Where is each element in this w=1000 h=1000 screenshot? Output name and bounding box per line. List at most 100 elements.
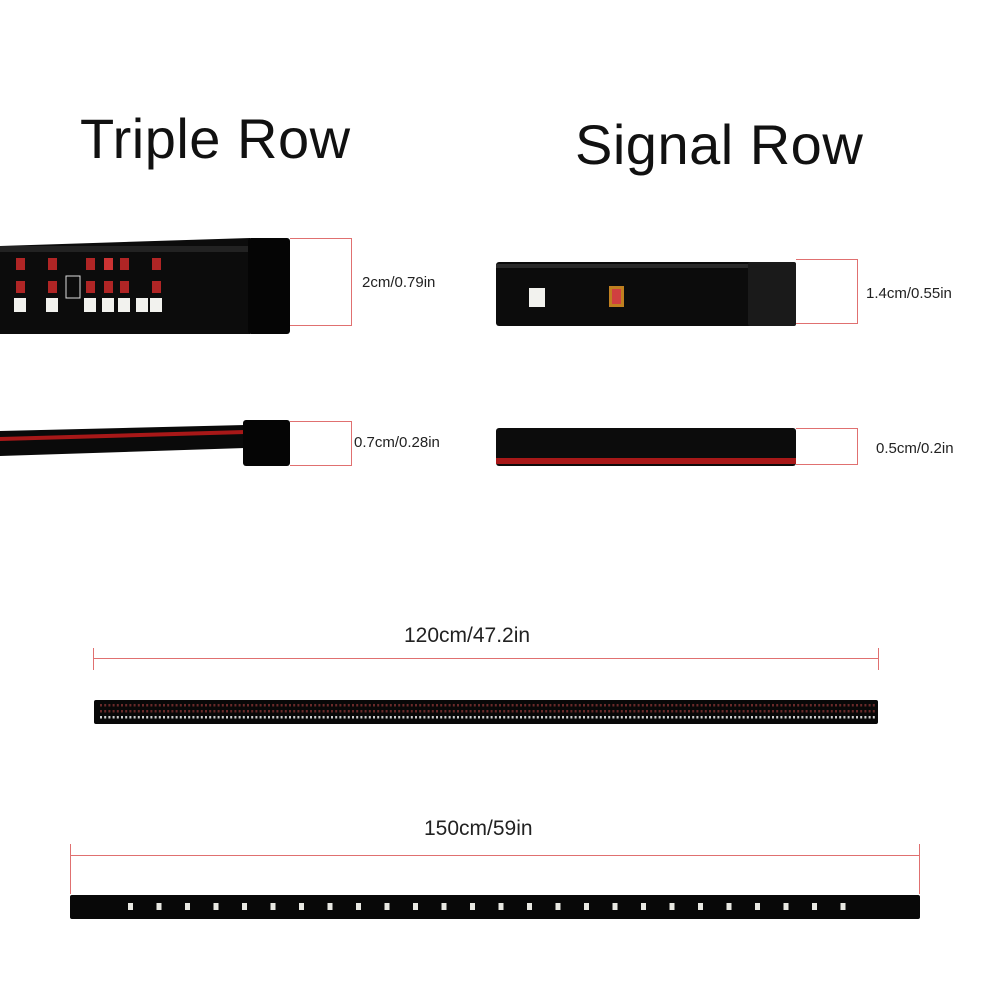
triple-row-led xyxy=(545,704,548,707)
triple-row-led xyxy=(776,716,779,719)
triple-row-led xyxy=(276,704,279,707)
triple-row-led xyxy=(835,710,837,713)
triple-row-led xyxy=(137,716,140,719)
triple-row-led xyxy=(524,716,527,719)
triple-row-led xyxy=(839,716,842,719)
triple-row-led xyxy=(129,716,132,719)
triple-row-led xyxy=(574,716,577,719)
triple-row-led xyxy=(725,710,728,713)
triple-row-led xyxy=(179,716,182,719)
triple-row-led xyxy=(410,710,413,713)
triple-row-led xyxy=(599,704,602,707)
triple-row-led xyxy=(444,704,447,707)
triple-row-led xyxy=(310,710,312,713)
triple-row-led xyxy=(557,716,560,719)
triple-row-led xyxy=(188,716,191,719)
triple-row-led xyxy=(524,710,527,713)
triple-row-led xyxy=(641,716,644,719)
triple-row-led xyxy=(536,710,539,713)
signal-row-led xyxy=(641,903,646,910)
triple-row-led xyxy=(721,704,724,707)
triple-row-led xyxy=(751,716,753,719)
triple-row-led xyxy=(503,710,506,713)
triple-row-led xyxy=(595,716,598,719)
triple-row-led xyxy=(301,710,304,713)
triple-length-label: 120cm/47.2in xyxy=(404,624,531,647)
triple-row-led xyxy=(742,704,745,707)
triple-row-led xyxy=(503,716,506,719)
triple-row-led xyxy=(721,716,724,719)
triple-row-led xyxy=(856,710,858,713)
triple-row-led xyxy=(364,716,367,719)
triple-width-label: 2cm/0.79in xyxy=(362,274,436,291)
triple-row-led xyxy=(322,710,325,713)
triple-row-led xyxy=(398,710,401,713)
triple-row-led xyxy=(457,704,459,707)
triple-row-led xyxy=(662,710,665,713)
triple-row-led xyxy=(289,704,291,707)
triple-row-led xyxy=(776,710,779,713)
triple-row-led xyxy=(717,704,720,707)
triple-row-led xyxy=(658,716,661,719)
triple-row-led xyxy=(419,716,422,719)
triple-row-led xyxy=(637,704,640,707)
signal-row-led xyxy=(327,903,333,910)
triple-row-led xyxy=(200,710,203,713)
triple-row-led xyxy=(255,710,258,713)
triple-row-led xyxy=(755,716,758,719)
triple-row-led xyxy=(234,716,237,719)
triple-row-led xyxy=(465,704,468,707)
triple-row-led xyxy=(150,716,153,719)
triple-row-led xyxy=(242,716,245,719)
triple-row-led xyxy=(436,704,438,707)
triple-row-led xyxy=(675,710,678,713)
triple-row-led xyxy=(717,716,720,719)
triple-row-led xyxy=(276,710,279,713)
triple-row-led xyxy=(448,716,451,719)
triple-row-led xyxy=(499,704,501,707)
triple-row-led xyxy=(339,710,342,713)
triple-row-led xyxy=(297,716,300,719)
triple-row-led xyxy=(352,716,354,719)
triple-row-led xyxy=(423,710,426,713)
triple-row-led xyxy=(692,716,695,719)
triple-row-led xyxy=(272,710,275,713)
triple-row-led xyxy=(335,704,338,707)
triple-row-led xyxy=(322,704,325,707)
triple-row-led xyxy=(746,716,749,719)
triple-row-led xyxy=(814,716,816,719)
triple-row-led xyxy=(751,710,753,713)
triple-row-led xyxy=(100,710,102,713)
signal-width-line-vertical xyxy=(857,259,858,324)
triple-row-led xyxy=(826,704,829,707)
triple-row-led xyxy=(620,716,623,719)
triple-row-led xyxy=(394,716,396,719)
triple-row-led xyxy=(444,710,447,713)
triple-row-led xyxy=(641,704,644,707)
triple-row-led xyxy=(511,704,514,707)
triple-row-led xyxy=(507,704,510,707)
triple-row-led xyxy=(671,710,674,713)
triple-row-led xyxy=(377,704,380,707)
triple-row-led xyxy=(457,716,459,719)
triple-row-led xyxy=(318,716,321,719)
triple-row-led xyxy=(599,716,602,719)
triple-row-led xyxy=(797,716,800,719)
triple-row-led xyxy=(276,716,279,719)
triple-row-led xyxy=(713,710,716,713)
triple-row-led xyxy=(150,704,153,707)
triple-row-led xyxy=(818,716,821,719)
triple-row-led xyxy=(209,710,212,713)
triple-row-led xyxy=(662,704,665,707)
triple-row-led xyxy=(541,716,543,719)
triple-row-led xyxy=(515,704,518,707)
triple-row-led xyxy=(305,710,308,713)
signal-row-led xyxy=(698,903,703,910)
triple-row-led xyxy=(360,716,363,719)
triple-row-led xyxy=(566,710,569,713)
triple-row-led xyxy=(188,704,191,707)
triple-row-led xyxy=(444,716,447,719)
triple-row-led xyxy=(238,710,241,713)
triple-row-led xyxy=(368,716,371,719)
triple-row-led xyxy=(410,716,413,719)
